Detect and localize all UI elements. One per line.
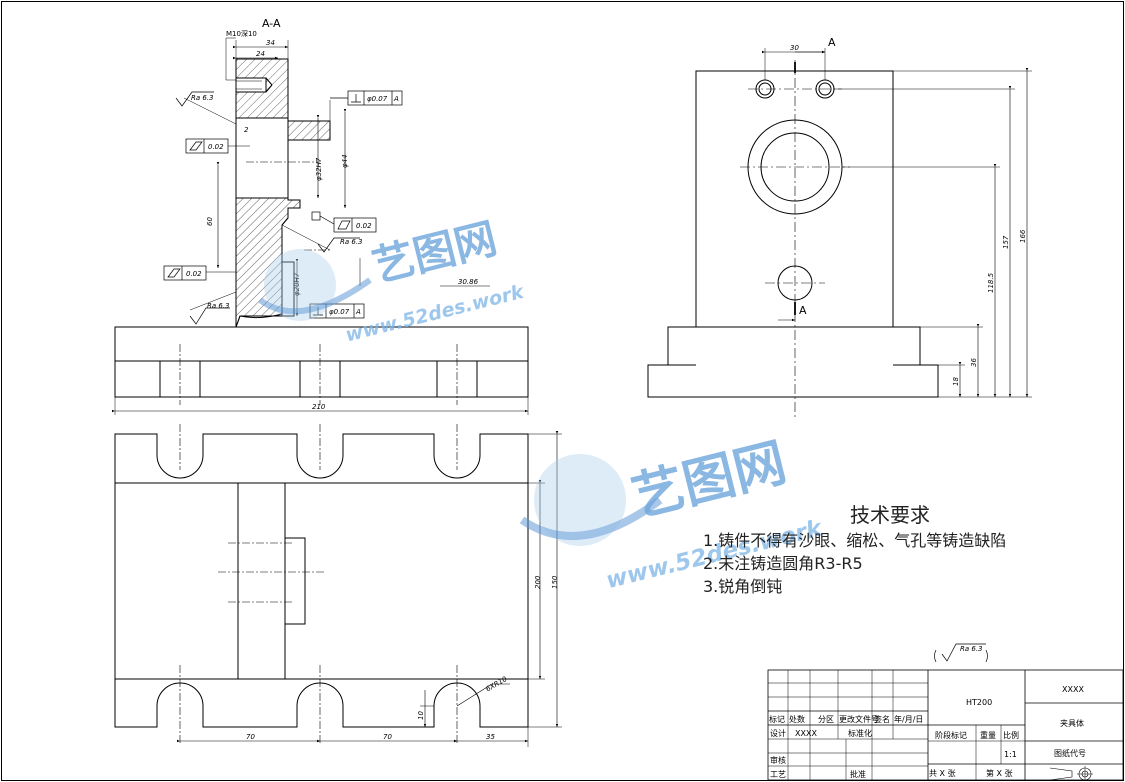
dim-166: 166 [1019, 229, 1027, 243]
tb-weight-label: 重量 [980, 730, 996, 740]
tb-approve-label: 批准 [850, 769, 866, 779]
dim-70-a: 70 [246, 733, 255, 741]
section-view-aa [112, 37, 529, 415]
dim-157: 157 [1002, 235, 1010, 249]
tb-docno-header: 更改文件号 [839, 714, 879, 724]
thread-callout: M10深10 [226, 29, 257, 38]
requirements-title: 技术要求 [850, 503, 930, 527]
tb-mark-header: 标记 [769, 714, 785, 724]
watermark-brand-1: 艺图网 [367, 213, 501, 291]
tolerance-frame-flat-1 [311, 211, 377, 233]
dim-dia32: φ32H7 [315, 157, 323, 181]
roughness-r1: Ra 6.3 [191, 94, 214, 102]
tb-count-header: 处数 [789, 714, 805, 724]
dim-36: 36 [970, 358, 978, 367]
tb-scale: 1:1 [1004, 750, 1017, 759]
watermark-logo [258, 249, 663, 546]
tb-material: HT200 [966, 698, 992, 707]
tb-sheets-total: 共 X 张 [929, 769, 956, 778]
dim-34: 34 [266, 39, 275, 47]
view-arrow-bottom: A [799, 304, 807, 317]
title-block [767, 669, 1124, 781]
tolerance-flat-1-value: 0.02 [356, 222, 372, 230]
dim-70-b: 70 [383, 733, 392, 741]
tolerance-frame-cyl-1 [185, 138, 229, 154]
dim-dia20: φ20H7 [293, 272, 301, 296]
dim-2: 2 [244, 126, 249, 134]
dim-dia44: φ44 [341, 154, 349, 168]
tb-sign-header: 签名 [874, 714, 890, 724]
tb-zone-header: 分区 [818, 715, 834, 724]
roughness-r3: Ra 6.3 [207, 302, 230, 310]
roughness-r2: Ra 6.3 [340, 238, 363, 246]
roughness-symbol [175, 91, 360, 325]
tolerance-perp-bottom-datum: A [355, 308, 361, 316]
dim-24: 24 [256, 50, 265, 58]
tb-process-label: 工艺 [770, 770, 786, 779]
tb-designer-label: 设计 [770, 728, 786, 738]
general-roughness-symbol [934, 643, 988, 663]
requirement-item-1: 1.铸件不得有沙眼、缩松、气孔等铸造缺陷 [703, 531, 1006, 550]
general-roughness-value: Ra 6.3 [960, 645, 983, 653]
tolerance-frame-perp-top [330, 90, 403, 106]
section-label: A-A [262, 17, 281, 30]
tb-drawing-no-label: 图纸代号 [1054, 748, 1086, 758]
watermark-url-1: www.52des.work [343, 281, 527, 347]
tb-review-label: 审核 [770, 755, 786, 765]
dim-30: 30 [790, 44, 799, 52]
dim-10: 10 [417, 711, 425, 720]
tolerance-perp-top-value: φ0.07 [367, 95, 388, 103]
tolerance-perp-top-datum: A [393, 95, 399, 103]
top-view [114, 424, 562, 747]
tolerance-frame-cyl-2 [163, 265, 207, 281]
requirement-item-3: 3.锐角倒钝 [703, 577, 782, 596]
tb-standard-label: 标准化 [848, 728, 872, 738]
requirement-item-2: 2.未注铸造圆角R3-R5 [703, 554, 863, 573]
view-arrow-top: A [828, 36, 836, 49]
dim-150: 150 [551, 575, 559, 589]
tb-stage-label: 阶段标记 [935, 730, 967, 740]
dim-35: 35 [486, 733, 495, 741]
tb-designer: XXXX [795, 729, 817, 738]
dim-118-5: 118.5 [987, 272, 995, 293]
dim-200: 200 [534, 575, 542, 589]
dim-60: 60 [206, 217, 214, 226]
watermark-brand-2: 艺图网 [626, 433, 792, 529]
dim-30-86: 30.86 [458, 278, 479, 286]
tb-sheet-no: 第 X 张 [986, 768, 1013, 778]
dim-210: 210 [312, 403, 326, 411]
front-view [647, 48, 1032, 420]
tolerance-perp-bottom-value: φ0.07 [329, 308, 350, 316]
tb-company: XXXX [1062, 685, 1084, 694]
tb-scale-label: 比例 [1003, 730, 1019, 740]
tolerance-cyl-1-value: 0.02 [208, 143, 224, 151]
tolerance-cyl-2-value: 0.02 [186, 270, 202, 278]
dim-18: 18 [952, 377, 960, 386]
tb-date-header: 年/月/日 [894, 714, 923, 724]
tb-part-name: 夹具体 [1060, 718, 1084, 728]
